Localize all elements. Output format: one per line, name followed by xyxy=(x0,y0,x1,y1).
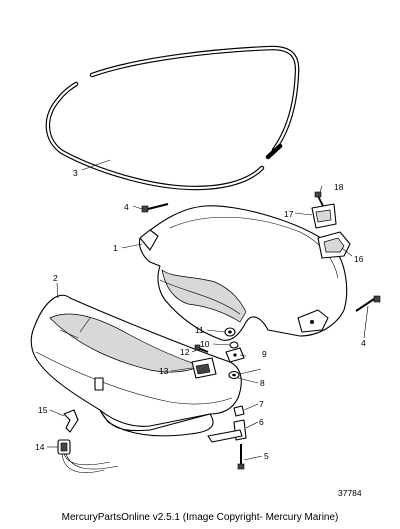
callout-11: 11 xyxy=(195,325,204,335)
connector-part-14 xyxy=(57,439,119,473)
grommet-part-11 xyxy=(224,327,236,337)
bracket-part-9 xyxy=(225,347,245,363)
callout-17: 17 xyxy=(284,209,294,219)
leader-lines xyxy=(47,159,369,461)
callout-1: 1 xyxy=(113,243,118,253)
callout-18: 18 xyxy=(334,182,344,192)
callout-8: 8 xyxy=(260,378,265,388)
callout-16: 16 xyxy=(354,254,364,264)
screw-part-4-upper xyxy=(141,203,169,213)
callout-14: 14 xyxy=(35,442,45,452)
callout-7: 7 xyxy=(259,399,264,409)
latch-plate-part-17 xyxy=(311,203,337,229)
plate-part-6 xyxy=(207,419,247,443)
washer-part-8 xyxy=(228,370,240,380)
screw-part-5 xyxy=(237,444,245,470)
callout-labels: 1 2 3 4 4 5 6 7 8 9 10 11 12 13 14 15 16… xyxy=(35,168,366,498)
seal-part-3 xyxy=(45,45,300,191)
latch-part-16 xyxy=(317,231,351,259)
callout-3: 3 xyxy=(73,168,78,178)
callout-4-right: 4 xyxy=(361,338,366,348)
washer-part-10 xyxy=(229,341,239,349)
callout-12: 12 xyxy=(180,347,190,357)
callout-4-upper: 4 xyxy=(124,202,129,212)
clip-part-13 xyxy=(191,357,217,379)
screw-part-4-right xyxy=(355,295,381,312)
callout-6: 6 xyxy=(259,417,264,427)
callout-15: 15 xyxy=(38,405,48,415)
callout-2: 2 xyxy=(53,273,58,283)
callout-10: 10 xyxy=(200,339,210,349)
reference-number: 37784 xyxy=(338,488,362,498)
cowl-part-2 xyxy=(30,294,242,437)
clip-part-15 xyxy=(63,409,79,433)
callout-13: 13 xyxy=(159,366,169,376)
copyright-footer: MercuryPartsOnline v2.5.1 (Image Copyrig… xyxy=(61,512,339,523)
nut-part-7 xyxy=(233,405,245,417)
cowl-part-1 xyxy=(138,205,348,341)
callout-9: 9 xyxy=(262,349,267,359)
screw-part-12 xyxy=(194,344,209,353)
callout-5: 5 xyxy=(264,451,269,461)
